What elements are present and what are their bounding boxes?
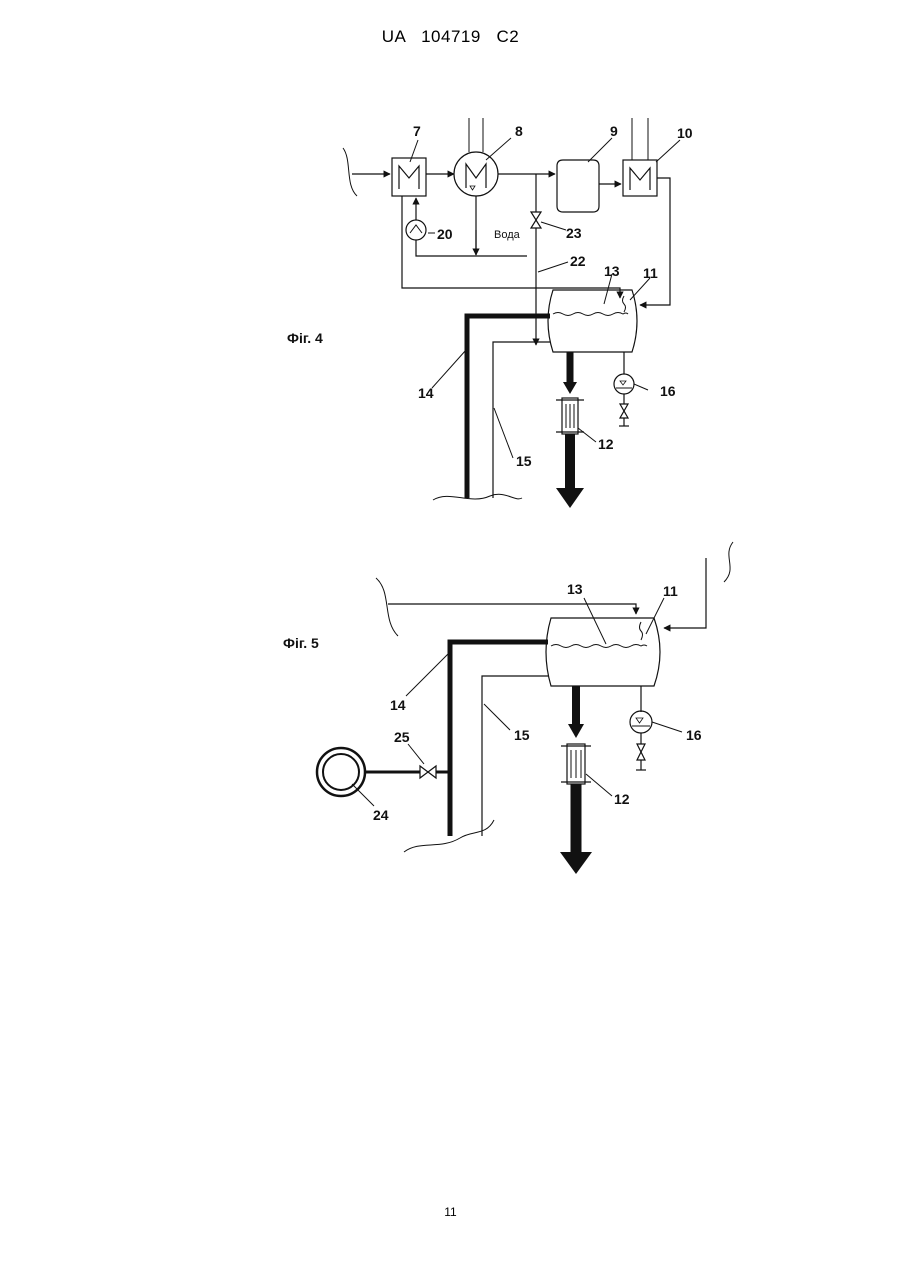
label-20: 20	[437, 226, 453, 242]
label-16-fig5: 16	[686, 727, 702, 743]
fig5-caption: Фіг. 5	[283, 635, 319, 651]
water-label: Вода	[494, 229, 521, 241]
vessel-11	[548, 290, 637, 352]
pipe-14	[467, 316, 550, 498]
label-23: 23	[566, 225, 582, 241]
label-10: 10	[677, 125, 693, 141]
condenser-10	[623, 118, 657, 196]
label-9: 9	[610, 123, 618, 139]
figure-5: 13 11 Фіг. 5 14 15 25 16 12 24	[283, 542, 733, 874]
vessel-11-fig5	[546, 618, 660, 686]
fig4-caption: Фіг. 4	[287, 330, 323, 346]
fig4-outlet-arrow	[556, 488, 584, 508]
gasholder-24	[317, 748, 365, 796]
label-8: 8	[515, 123, 523, 139]
filter-12-fig5	[561, 744, 591, 784]
label-13: 13	[604, 263, 620, 279]
pipe-14-fig5	[450, 642, 548, 836]
fig4-ground-break	[433, 494, 522, 500]
label-12: 12	[598, 436, 614, 452]
figure-4: 7 8 9 10 20 Вода 23 22 13 11 Фіг. 4 14 1…	[287, 118, 693, 508]
label-22: 22	[570, 253, 586, 269]
label-12-fig5: 12	[614, 791, 630, 807]
fig5-outlet-arrow	[560, 852, 592, 874]
label-15: 15	[516, 453, 532, 469]
fig5-inlet-break	[376, 578, 398, 636]
label-11-fig5: 11	[663, 583, 678, 599]
filter-12	[556, 398, 584, 434]
label-14-fig5: 14	[390, 697, 406, 713]
valve-23	[531, 212, 541, 228]
level-gauge-16-fig5	[630, 711, 652, 733]
condenser-8	[454, 118, 498, 196]
label-24: 24	[373, 807, 389, 823]
label-16: 16	[660, 383, 676, 399]
label-11: 11	[643, 265, 658, 281]
label-14: 14	[418, 385, 434, 401]
heat-exchanger-7	[392, 158, 426, 196]
tank-9	[557, 160, 599, 212]
page-number: 11	[0, 1205, 901, 1219]
fig4-inlet-break	[343, 148, 357, 196]
label-25: 25	[394, 729, 410, 745]
level-gauge-16	[614, 374, 634, 394]
label-7: 7	[413, 123, 421, 139]
fig5-right-break	[724, 542, 733, 582]
label-15-fig5: 15	[514, 727, 530, 743]
pump-20	[406, 220, 426, 240]
label-13-fig5: 13	[567, 581, 583, 597]
pipe-15	[493, 342, 550, 498]
fig4-leaders	[410, 138, 680, 458]
pipe-15-fig5	[482, 676, 548, 836]
valve-25	[420, 766, 436, 778]
